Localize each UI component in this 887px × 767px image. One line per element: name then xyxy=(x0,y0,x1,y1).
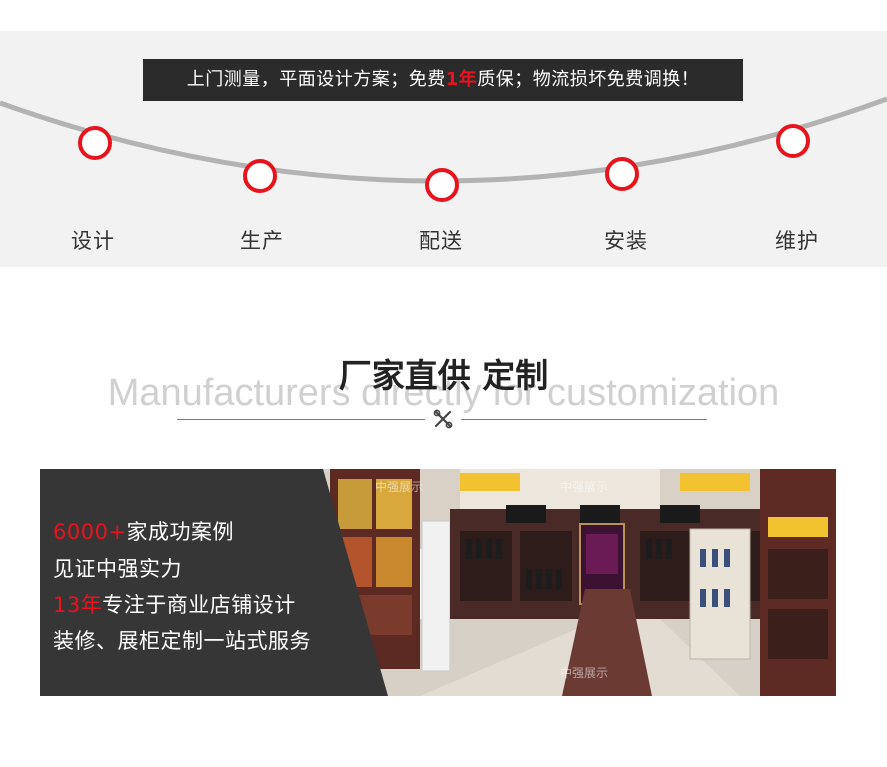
step-marker-production xyxy=(243,159,277,193)
banner-highlight: 1年 xyxy=(445,69,478,90)
promo-panel: 6000+家成功案例 见证中强实力 13年专注于商业店铺设计 装修、展柜定制一站… xyxy=(40,469,388,696)
step-label-delivery: 配送 xyxy=(419,229,463,253)
banner-text-after: 质保；物流损坏免费调换！ xyxy=(477,69,700,90)
step-label-maintenance: 维护 xyxy=(775,229,819,253)
title-divider-right xyxy=(461,419,707,420)
promo-cases-count: 6000+ xyxy=(53,520,127,544)
promo-line-cases: 6000+家成功案例 xyxy=(53,516,234,546)
step-marker-delivery xyxy=(425,168,459,202)
step-label-production: 生产 xyxy=(240,229,284,253)
promo-years-text: 专注于商业店铺设计 xyxy=(102,593,296,617)
step-marker-maintenance xyxy=(776,124,810,158)
photo-watermark-2: 中强展示 xyxy=(560,479,608,494)
promo-cases-text: 家成功案例 xyxy=(126,520,235,544)
photo-watermark-1: 中强展示 xyxy=(375,479,423,494)
process-curve xyxy=(0,96,887,202)
promo-line-service: 装修、展柜定制一站式服务 xyxy=(53,629,311,653)
step-marker-design xyxy=(78,126,112,160)
section-title-cn: 厂家直供 定制 xyxy=(338,356,549,395)
title-divider-left xyxy=(177,419,425,420)
section-title-en: Manufacturers directly for customization xyxy=(107,372,780,414)
service-banner: 上门测量，平面设计方案；免费1年质保；物流损坏免费调换！ xyxy=(143,59,743,101)
banner-text-before: 上门测量，平面设计方案；免费 xyxy=(186,69,446,90)
tools-icon xyxy=(433,409,453,429)
promo-years-count: 13年 xyxy=(53,593,103,617)
showcase-banner: 中强展示 中强展示 中强展示 6000+家成功案例 见证中强实力 13年专注于商… xyxy=(40,469,836,696)
promo-line-strength: 见证中强实力 xyxy=(53,557,182,581)
step-marker-installation xyxy=(605,157,639,191)
photo-watermark-3: 中强展示 xyxy=(560,665,608,680)
service-process-band: 上门测量，平面设计方案；免费1年质保；物流损坏免费调换！ 设计 生产 配送 安装… xyxy=(0,31,887,267)
step-label-design: 设计 xyxy=(71,229,115,253)
promo-line-years: 13年专注于商业店铺设计 xyxy=(53,589,296,619)
step-label-installation: 安装 xyxy=(604,229,648,253)
